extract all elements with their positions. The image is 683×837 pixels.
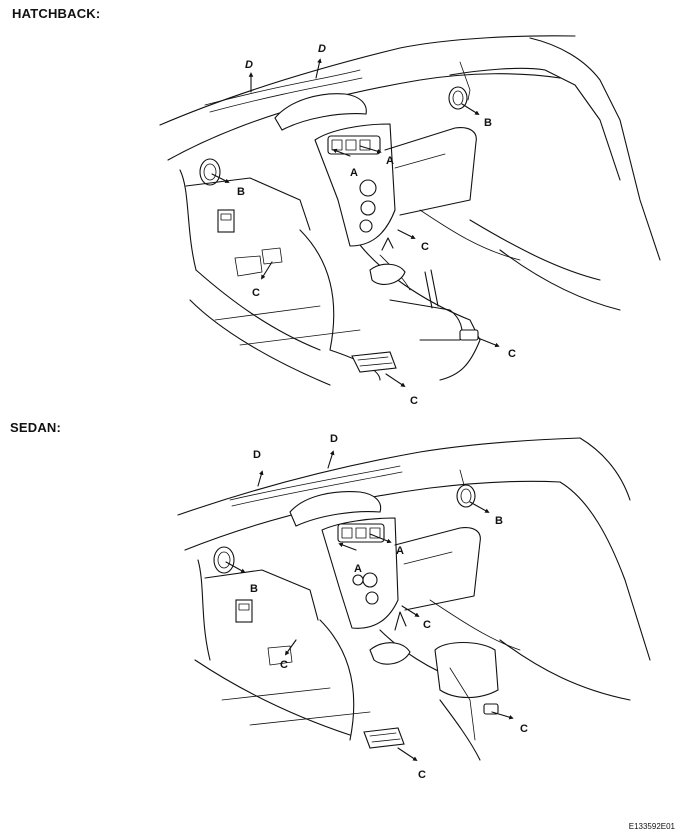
- label-b-2: B: [484, 117, 492, 129]
- label-c-6: C: [280, 659, 288, 671]
- label-d-3: D: [253, 449, 261, 461]
- label-a-1: A: [350, 167, 358, 179]
- label-d-4: D: [330, 433, 338, 445]
- hatchback-title: HATCHBACK:: [12, 6, 101, 21]
- label-d-1: D: [245, 59, 253, 71]
- sedan-illustration: D D A A B B C C C C: [177, 433, 651, 781]
- label-b-3: B: [250, 583, 258, 595]
- label-a-4: A: [396, 545, 404, 557]
- label-c-5: C: [423, 619, 431, 631]
- sedan-title: SEDAN:: [10, 420, 62, 435]
- label-c-3: C: [508, 348, 516, 360]
- label-d-2: D: [318, 43, 326, 55]
- figure-code: E133592E01: [628, 822, 675, 831]
- label-c-4: C: [410, 395, 418, 407]
- label-c-8: C: [418, 769, 426, 781]
- label-a-2: A: [386, 155, 394, 167]
- label-c-7: C: [520, 723, 528, 735]
- label-c-1: C: [421, 241, 429, 253]
- label-a-3: A: [354, 563, 362, 575]
- hatchback-illustration: D D A A B B C C C C: [159, 35, 661, 407]
- label-b-4: B: [495, 515, 503, 527]
- label-c-2: C: [252, 287, 260, 299]
- label-b-1: B: [237, 186, 245, 198]
